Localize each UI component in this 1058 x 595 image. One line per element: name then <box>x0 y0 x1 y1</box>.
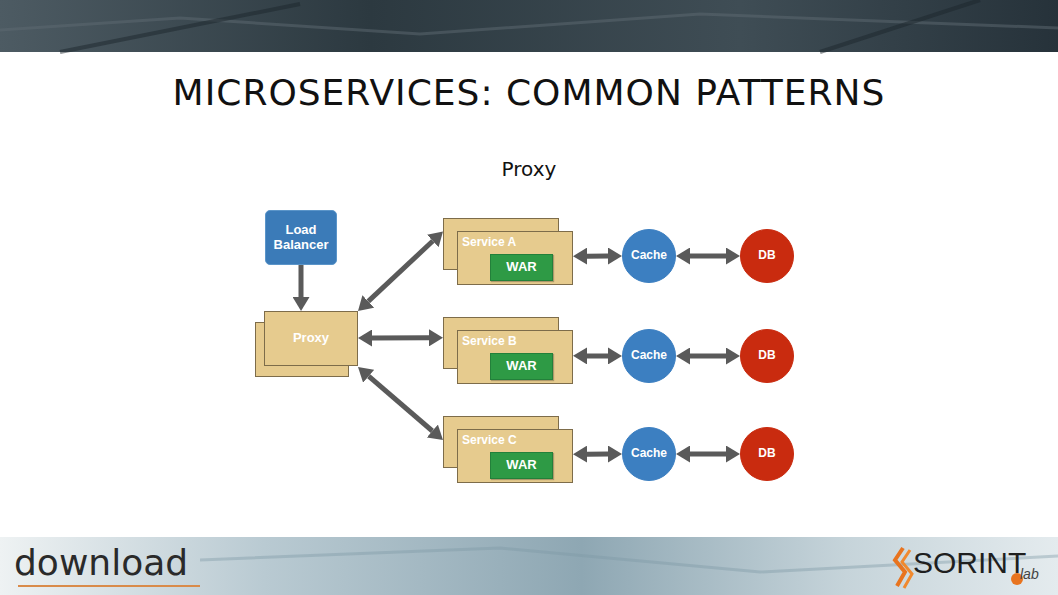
top-banner <box>0 0 1058 52</box>
banner-texture <box>60 0 980 52</box>
store-circle: Cache <box>622 427 676 481</box>
connector-arrow <box>690 354 726 359</box>
node-label: DB <box>756 447 777 461</box>
store-circle: DB <box>740 329 794 383</box>
connector-arrow <box>372 335 429 340</box>
node-label: Service C <box>460 434 519 448</box>
slide-title: MICROSERVICES: COMMON PATTERNS <box>0 72 1058 113</box>
stack-card <box>458 331 573 384</box>
node-label: DB <box>756 249 777 263</box>
text-frame: Service B <box>460 334 560 350</box>
stack-card <box>265 312 358 366</box>
store-circle: DB <box>740 229 794 283</box>
service-stack: Service B WAR <box>443 317 573 384</box>
node-label: Service A <box>460 236 518 250</box>
component-box: Load Balancer <box>265 210 337 265</box>
connector-arrow <box>587 254 608 259</box>
bottom-banner <box>0 537 1058 595</box>
footer-brand: download <box>14 542 244 583</box>
text-frame: Proxy <box>264 311 358 366</box>
store-circle: Cache <box>622 329 676 383</box>
connector-arrow <box>369 376 433 431</box>
logo-stripe <box>895 548 905 586</box>
text-frame: Service C <box>460 433 560 449</box>
text-frame: Service A <box>460 235 560 251</box>
stack-card <box>458 232 573 285</box>
connector-arrow <box>587 353 608 358</box>
logo-underline <box>18 585 200 587</box>
connector-arrow <box>690 254 726 259</box>
node-label: Load Balancer <box>266 223 336 253</box>
node-label: WAR <box>504 260 538 275</box>
node-label: WAR <box>504 458 538 473</box>
component-box: WAR <box>490 353 553 380</box>
connector-arrow <box>587 452 608 457</box>
node-label: Cache <box>629 349 669 363</box>
service-stack: Service A WAR <box>443 218 573 285</box>
component-box: WAR <box>490 452 553 479</box>
component-box: WAR <box>490 254 553 281</box>
stack-card <box>458 430 573 483</box>
store-circle: Cache <box>622 229 676 283</box>
service-stack: Proxy <box>255 311 358 377</box>
connector-arrow <box>690 452 726 457</box>
logo-stripe <box>902 550 912 588</box>
node-label: Service B <box>460 335 519 349</box>
connector-arrow <box>368 241 433 301</box>
node-label: WAR <box>504 359 538 374</box>
logo-text: SORINT <box>913 546 1023 580</box>
service-stack: Service C WAR <box>443 416 573 483</box>
logo-suffix: lab <box>1020 566 1056 582</box>
subtitle: Proxy <box>329 157 729 181</box>
node-label: Proxy <box>291 331 331 346</box>
node-label: Cache <box>629 249 669 263</box>
store-circle: DB <box>740 427 794 481</box>
node-label: Cache <box>629 447 669 461</box>
node-label: DB <box>756 349 777 363</box>
connector-arrow <box>299 265 304 297</box>
